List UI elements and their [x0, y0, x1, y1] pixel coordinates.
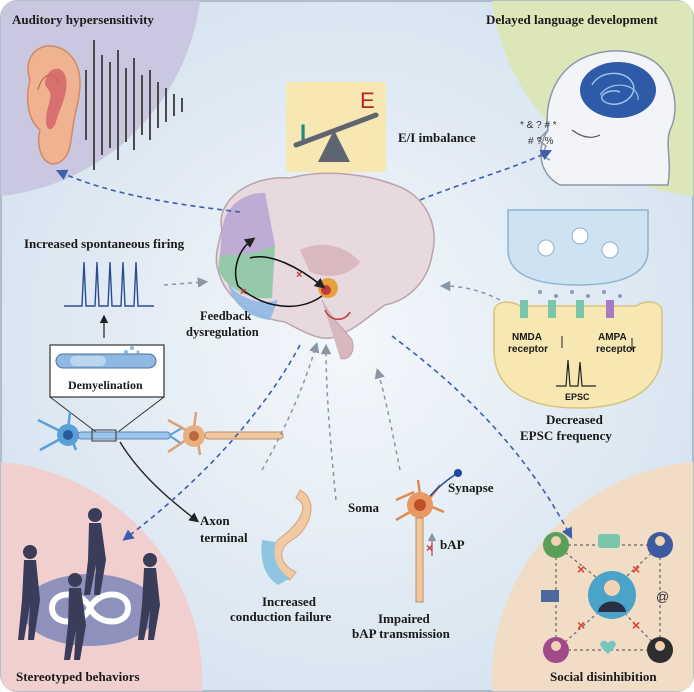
soma-label: Soma [348, 500, 380, 515]
svg-text:* & ? # *: * & ? # * [520, 120, 557, 131]
arrow-to-social [391, 335, 573, 539]
axon-label-line2: terminal [200, 530, 248, 545]
ampa-label-line1: AMPA [598, 332, 627, 343]
demyelination-label: Demyelination [68, 378, 143, 392]
bap-label-line1: Impaired [378, 611, 431, 626]
ear-icon [27, 45, 81, 165]
ei-letter-i: I [300, 120, 306, 145]
brain-icon [580, 62, 656, 118]
corner-bottom-right [491, 462, 693, 691]
corner-label-stereotyped: Stereotyped behaviors [16, 669, 140, 684]
arrow-bap-to-brain [374, 367, 401, 471]
svg-text:×: × [632, 617, 640, 633]
conduction-label-line2: conduction failure [230, 609, 331, 624]
sound-wave-icon [85, 40, 183, 170]
feedback-label-line2: dysregulation [186, 325, 259, 339]
svg-text:×: × [296, 269, 302, 281]
neuron-pair-icon [37, 411, 284, 456]
conduction-label-line1: Increased [262, 594, 317, 609]
ei-panel [286, 82, 386, 172]
stereotyped-people-icon [18, 508, 160, 660]
social-network-icon: × × × × @ [541, 532, 673, 663]
corner-label-social: Social disinhibition [550, 669, 657, 684]
head-profile-icon: * & ? # * # ? % [520, 50, 676, 186]
axon-terminal-icon [261, 489, 312, 585]
brain-icon: × × [215, 172, 435, 360]
arrow-firing-to-brain [163, 277, 209, 288]
arrow-to-language [419, 149, 553, 201]
arrow-to-axon-terminal [119, 441, 200, 523]
spontaneous-firing-label: Increased spontaneous firing [24, 236, 185, 251]
arrow-conduction-to-brain [320, 343, 337, 501]
svg-text:×: × [577, 561, 585, 577]
nmda-label-line1: NMDA [512, 332, 542, 343]
feedback-label-line1: Feedback [200, 309, 251, 323]
arrow-neuron-to-brain [261, 341, 320, 471]
seesaw-icon [293, 112, 379, 162]
corner-label-language: Delayed language development [486, 12, 659, 27]
corner-label-auditory: Auditory hypersensitivity [12, 12, 154, 27]
epsc-label-line1: Decreased [546, 412, 604, 427]
ei-letter-e: E [360, 88, 375, 113]
nmda-label-line2: receptor [508, 344, 548, 355]
epsc-label-line2: EPSC frequency [520, 428, 612, 443]
svg-text:×: × [240, 286, 246, 298]
arrow-to-auditory [55, 169, 241, 213]
ei-imbalance-label: E/I imbalance [398, 130, 476, 145]
svg-text:@: @ [656, 589, 669, 604]
synapse-icon [493, 209, 663, 409]
epsc-label: EPSC [565, 392, 590, 402]
synapse-label: Synapse [448, 480, 494, 495]
soma-neuron-icon [395, 469, 462, 603]
svg-text:×: × [577, 617, 585, 633]
bap-label-line2: bAP transmission [352, 626, 451, 641]
spike-trace [64, 261, 154, 307]
svg-text:×: × [632, 561, 640, 577]
svg-text:×: × [426, 541, 433, 555]
bap-label: bAP [440, 537, 465, 552]
svg-text:# ? %: # ? % [528, 136, 554, 147]
ampa-label-line2: receptor [596, 344, 636, 355]
axon-label-line1: Axon [200, 513, 230, 528]
